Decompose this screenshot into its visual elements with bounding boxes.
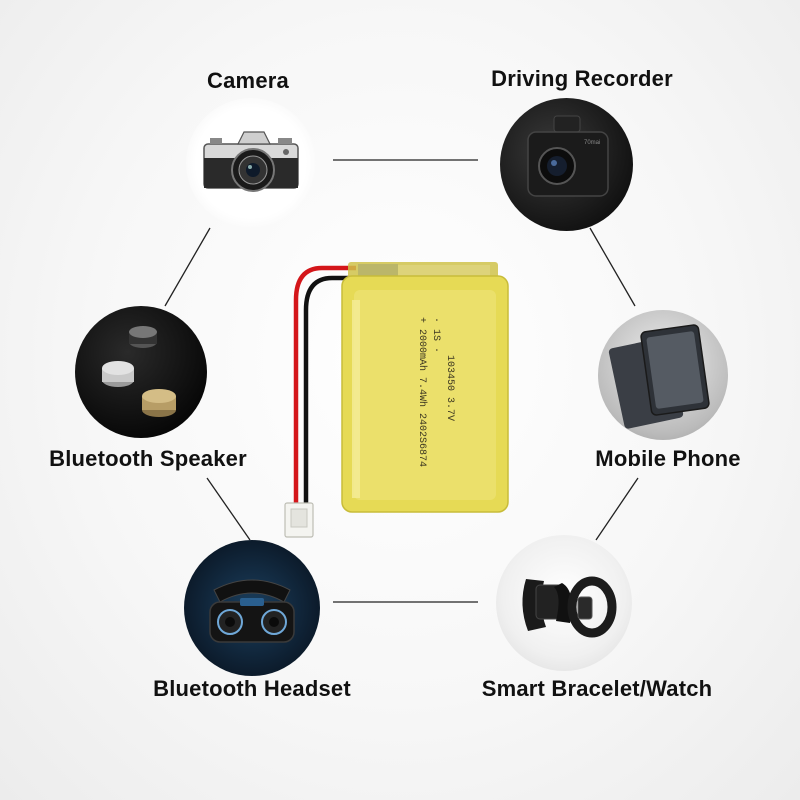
bluetooth-speaker-circle — [75, 306, 207, 438]
connector-line — [206, 477, 251, 541]
wire-black — [303, 275, 360, 505]
mobile-phone-circle — [598, 310, 728, 440]
wire-red — [293, 265, 356, 505]
connector-line — [164, 227, 211, 307]
label-mobile-phone: Mobile Phone — [595, 446, 741, 471]
earbuds-icon — [209, 579, 295, 643]
label-bluetooth-speaker: Bluetooth Speaker — [49, 446, 247, 471]
dashcam-icon: 70mai — [527, 115, 609, 197]
connector-line — [589, 227, 636, 307]
battery-text-line3: 103450 3.7V — [444, 355, 455, 421]
phone-icon — [608, 324, 710, 429]
driving-recorder-circle: 70mai — [500, 98, 633, 231]
battery-text-line1: · 1S · — [430, 317, 441, 353]
smartwatch-icon — [522, 576, 617, 638]
bluetooth-headset-circle — [184, 540, 320, 676]
camera-icon — [203, 131, 299, 192]
label-driving-recorder: Driving Recorder — [491, 66, 673, 91]
battery-text-line2: + 2000mAh 7.4Wh 2402S6874 — [416, 317, 428, 467]
connector-line — [595, 477, 639, 541]
speaker-icon — [102, 326, 176, 417]
svg-text:70mai: 70mai — [584, 140, 600, 146]
label-smart-bracelet: Smart Bracelet/Watch — [481, 676, 713, 701]
label-camera: Camera — [207, 68, 289, 93]
camera-circle — [186, 98, 316, 228]
smart-bracelet-circle — [496, 535, 632, 671]
label-bluetooth-headset: Bluetooth Headset — [153, 676, 351, 701]
